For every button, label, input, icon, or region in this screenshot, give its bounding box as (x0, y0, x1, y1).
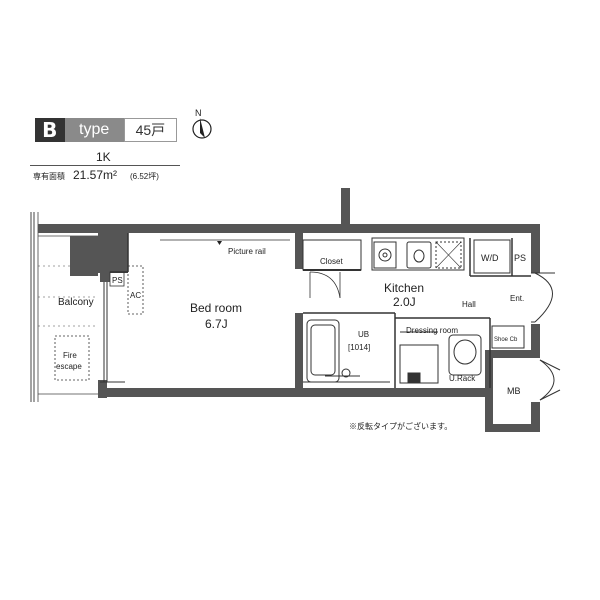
area-value: 21.57m² (73, 168, 118, 182)
unit-bath (303, 319, 390, 383)
label-fire-1: Fire (63, 351, 77, 360)
label-ps-left: PS (112, 276, 123, 285)
mb-door (539, 359, 561, 401)
north-label: N (195, 108, 202, 118)
layout-label: 1K (96, 150, 111, 164)
label-fire-2: escape (56, 362, 82, 371)
label-ent: Ent. (510, 294, 524, 303)
label-kitchen: Kitchen (384, 281, 424, 295)
label-ub-size: [1014] (348, 343, 370, 352)
label-picture-rail: Picture rail (228, 247, 266, 256)
label-wd: W/D (481, 253, 499, 263)
ps-left-box (109, 271, 125, 287)
kitchen-counter (371, 237, 465, 271)
interior-walls (110, 233, 531, 388)
label-bedroom: Bed room (190, 301, 242, 315)
label-closet: Closet (320, 257, 343, 266)
balcony-railing (30, 212, 98, 402)
type-header: B type 45戸 (35, 118, 177, 142)
area-tsubo: (6.52坪) (130, 172, 159, 181)
ac-unit (127, 265, 144, 315)
label-mb: MB (507, 386, 521, 396)
picture-rail-marker (217, 241, 222, 245)
label-dressing: Dressing room (406, 326, 458, 335)
label-ps-right: PS (514, 253, 526, 263)
label-kitchen-size: 2.0J (393, 295, 416, 309)
label-ac: AC (130, 291, 141, 300)
label-bedroom-size: 6.7J (205, 317, 228, 331)
entrance-door (531, 272, 555, 323)
closet-door-swing (309, 271, 341, 299)
area-label: 専有面積 (33, 172, 65, 181)
balcony-partition (70, 236, 98, 276)
fire-escape-hatch (54, 335, 90, 381)
north-arrow-icon: N (192, 108, 212, 139)
balcony-window (100, 282, 125, 383)
label-ub: UB (358, 330, 369, 339)
label-urack: U.Rack (449, 374, 476, 383)
label-shoe: Shoe Cb (494, 337, 518, 343)
label-balcony: Balcony (58, 297, 94, 308)
exterior-walls (38, 188, 540, 432)
type-letter: B (35, 118, 65, 142)
label-hall: Hall (462, 300, 476, 309)
type-word: type (64, 118, 124, 142)
reverse-type-note: ※反転タイプがございます。 (349, 422, 453, 431)
washer-dryer-box (473, 239, 511, 274)
header-divider (30, 165, 180, 166)
dressing-fixtures (399, 331, 482, 384)
shoe-cabinet (491, 325, 525, 349)
unit-count: 45戸 (123, 118, 177, 142)
